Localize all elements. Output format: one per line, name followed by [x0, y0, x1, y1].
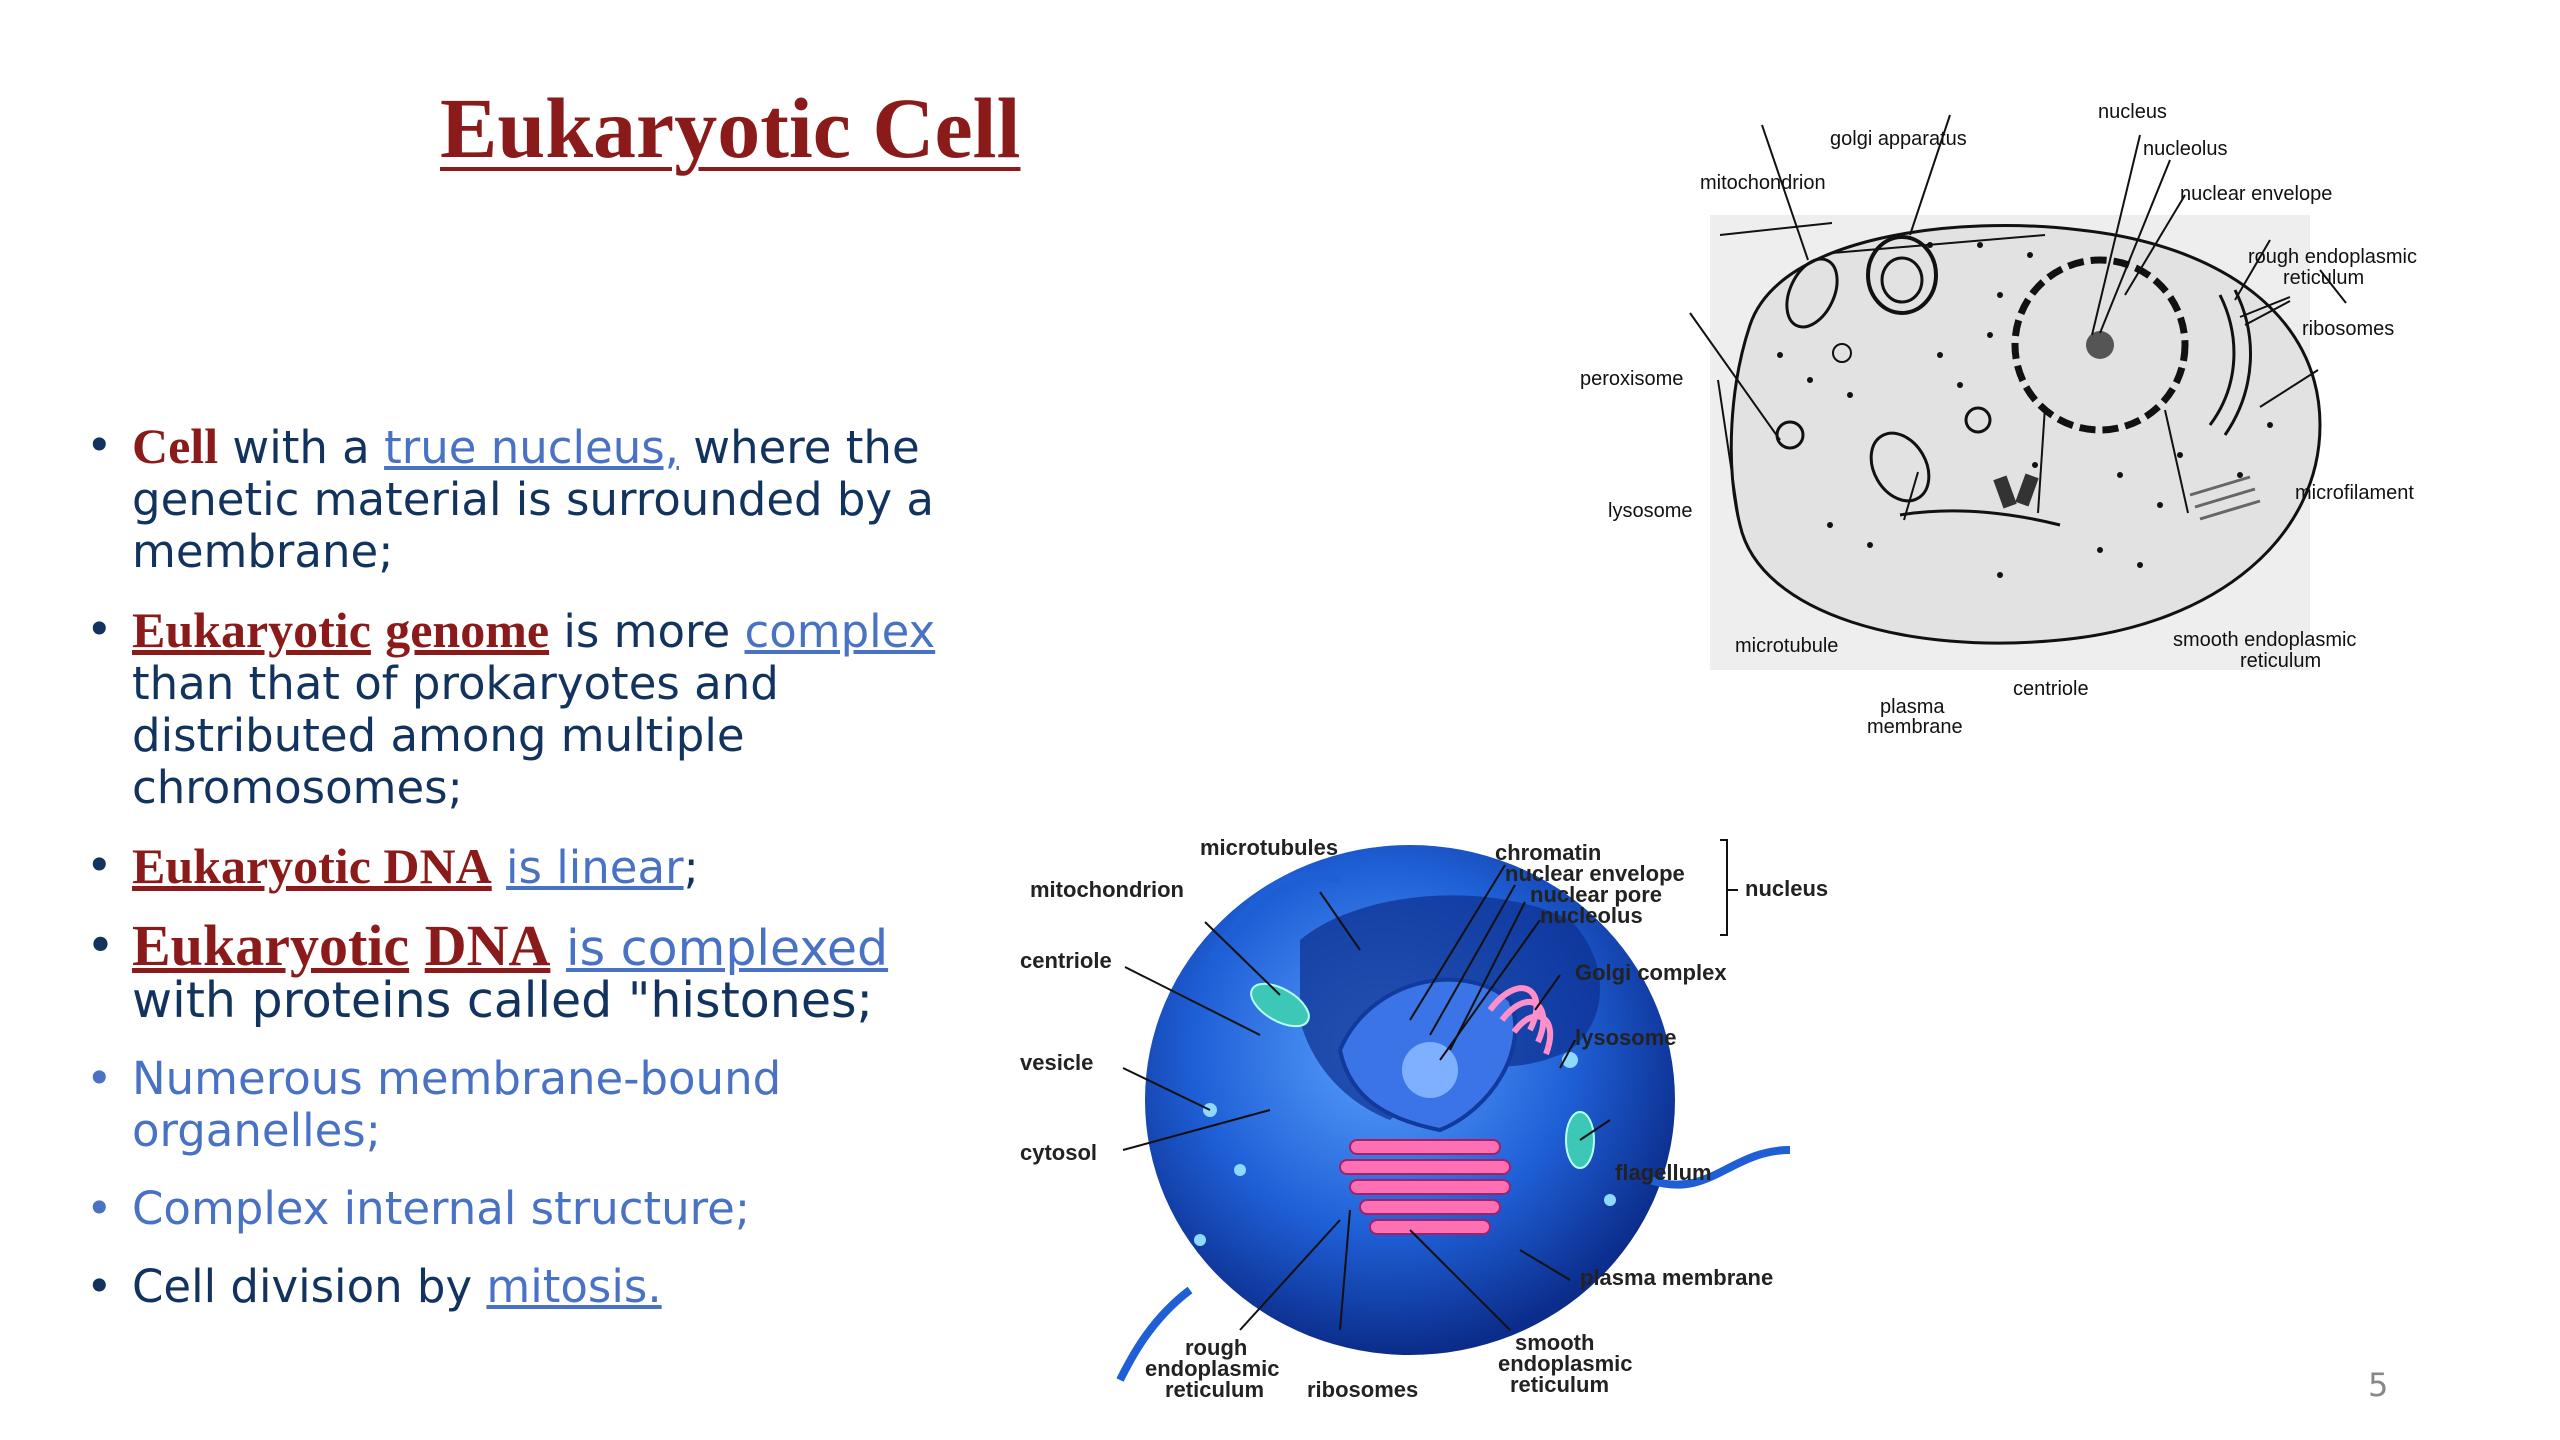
peroxisome-shape: [1832, 343, 1852, 363]
cell-membrane-outline: [1729, 223, 2322, 645]
bullet-text: than that of prokaryotes and distributed…: [132, 657, 779, 814]
label-lysosome: lysosome: [1575, 1025, 1677, 1050]
mitochondrion-shape: [1250, 982, 1310, 1028]
mitosis-link[interactable]: mitosis.: [486, 1260, 662, 1313]
bullet-text: [550, 920, 566, 977]
label-nuclear-envelope: nuclear envelope: [2180, 183, 2332, 205]
line-diagram-labels: nucleus golgi apparatus nucleolus mitoch…: [1580, 101, 2417, 738]
true-nucleus-link[interactable]: true nucleus,: [384, 421, 679, 474]
genome-link[interactable]: genome: [385, 602, 550, 658]
bullet-text: Numerous membrane-bound organelles;: [132, 1052, 782, 1157]
label-smooth-reticulum: reticulum: [1510, 1372, 1609, 1397]
mitochondrion-shape: [1785, 257, 1839, 329]
cell-line-diagram: nucleus golgi apparatus nucleolus mitoch…: [1580, 101, 2417, 738]
label-flagellum: flagellum: [1615, 1160, 1712, 1185]
bullet-text: ;: [683, 841, 699, 894]
3d-diagram-labels: microtubules chromatin nuclear envelope …: [1020, 835, 1828, 1402]
label-centriole: centriole: [1020, 948, 1112, 973]
label-smooth-endoplasmic: endoplasmic: [1498, 1351, 1632, 1376]
eukaryotic-dna-link[interactable]: Eukaryotic DNA: [132, 838, 492, 894]
label-nucleolus: nucleolus: [2143, 138, 2228, 160]
label-cytosol: cytosol: [1020, 1140, 1097, 1165]
bullet-text: where the genetic material is surrounded…: [132, 421, 934, 578]
label-rough-endoplasmic: endoplasmic: [1145, 1356, 1279, 1381]
label-plasma: plasma: [1880, 696, 1945, 718]
bullet-text: Cell division by: [132, 1260, 487, 1313]
label-ribosomes: ribosomes: [2302, 318, 2394, 340]
bullet-item: Numerous membrane-bound organelles;: [78, 1053, 938, 1157]
rough-er-shape: [1339, 1139, 1511, 1235]
microtubule-strand: [1206, 871, 1342, 963]
nucleolus-shape: [1402, 1042, 1458, 1098]
label-vesicle: vesicle: [1020, 1050, 1093, 1075]
slide-title: Eukaryotic Cell: [440, 80, 1021, 176]
microtubule-shape: [1899, 509, 2061, 527]
label-rough-er: rough endoplasmic: [2248, 246, 2417, 268]
golgi-shape: [1487, 985, 1554, 1056]
label-membrane: membrane: [1867, 716, 1963, 738]
smooth-er-shape: [2189, 475, 2261, 521]
leader-lines: [1122, 864, 1611, 1331]
bullet-item: Eukaryotic DNA is linear;: [78, 840, 938, 894]
label-nuclear-pore: nuclear pore: [1530, 882, 1662, 907]
flagellum-shape: [1648, 1146, 1791, 1189]
centriole-shape: [1993, 475, 2017, 509]
term-cell: Cell: [132, 418, 219, 474]
is-linear-link[interactable]: is linear: [506, 841, 684, 894]
label-golgi-complex: Golgi complex: [1575, 960, 1727, 985]
nucleolus-shape: [2086, 331, 2114, 359]
eukaryotic-link[interactable]: Eukaryotic: [132, 602, 371, 658]
bullet-item: Eukaryotic DNA is complexed with protein…: [78, 917, 938, 1029]
complex-link[interactable]: complex: [744, 605, 936, 658]
cell-3d-diagram: microtubules chromatin nuclear envelope …: [1020, 835, 1828, 1402]
eukaryotic-link[interactable]: Eukaryotic: [132, 913, 410, 978]
label-nucleus: nucleus: [2098, 101, 2167, 123]
label-microtubule: microtubule: [1735, 635, 1838, 657]
label-mitochondrion: mitochondrion: [1700, 172, 1826, 194]
leader-lines: [1689, 114, 2347, 528]
label-smooth: smooth: [1515, 1330, 1594, 1355]
ribosome-dots: [1777, 242, 2273, 578]
label-mitochondrion: mitochondrion: [1030, 877, 1184, 902]
mitochondrion-shape: [1869, 431, 1931, 503]
label-smooth-er: smooth endoplasmic: [2173, 629, 2356, 651]
bullet-text: [371, 605, 385, 658]
label-rough: rough: [1185, 1335, 1247, 1360]
bullet-text: with a: [218, 421, 385, 474]
label-rough-reticulum: reticulum: [1165, 1377, 1264, 1402]
bullet-item: Complex internal structure;: [78, 1182, 938, 1236]
dna-link[interactable]: DNA: [424, 913, 551, 978]
bullet-text: is more: [549, 605, 745, 658]
is-complexed-link[interactable]: is complexed: [565, 920, 889, 977]
rough-er-shape: [2208, 289, 2252, 436]
label-microfilament: microfilament: [2295, 482, 2414, 504]
golgi-shape: [1866, 235, 1938, 315]
bullet-item: Cell division by mitosis.: [78, 1260, 938, 1314]
label-lysosome: lysosome: [1608, 500, 1692, 522]
label-smooth-er-2: reticulum: [2240, 650, 2321, 672]
bullet-text: [492, 841, 506, 894]
label-plasma-membrane: plasma membrane: [1580, 1265, 1773, 1290]
bullet-list: Cell with a true nucleus, where the gene…: [78, 420, 938, 1339]
bullet-item: Cell with a true nucleus, where the gene…: [78, 420, 938, 578]
label-nucleolus: nucleolus: [1540, 903, 1643, 928]
label-nuclear-envelope: nuclear envelope: [1505, 861, 1685, 886]
label-peroxisome: peroxisome: [1580, 368, 1683, 390]
page-number: 5: [2368, 1366, 2389, 1404]
label-golgi-apparatus: golgi apparatus: [1830, 128, 1967, 150]
nucleus-bracket: [1720, 839, 1728, 936]
bullet-text: with proteins called "histones;: [132, 972, 874, 1029]
label-centriole: centriole: [2013, 678, 2089, 700]
label-chromatin: chromatin: [1495, 840, 1601, 865]
label-nucleus: nucleus: [1745, 876, 1828, 901]
bullet-item: Eukaryotic genome is more complex than t…: [78, 604, 938, 814]
label-microtubules: microtubules: [1200, 835, 1338, 860]
bullet-text: Complex internal structure;: [132, 1182, 751, 1235]
nucleus-shape: [2011, 256, 2189, 434]
bullet-text: [409, 920, 425, 977]
label-rough-er-2: reticulum: [2283, 267, 2364, 289]
label-ribosomes: ribosomes: [1307, 1377, 1418, 1402]
